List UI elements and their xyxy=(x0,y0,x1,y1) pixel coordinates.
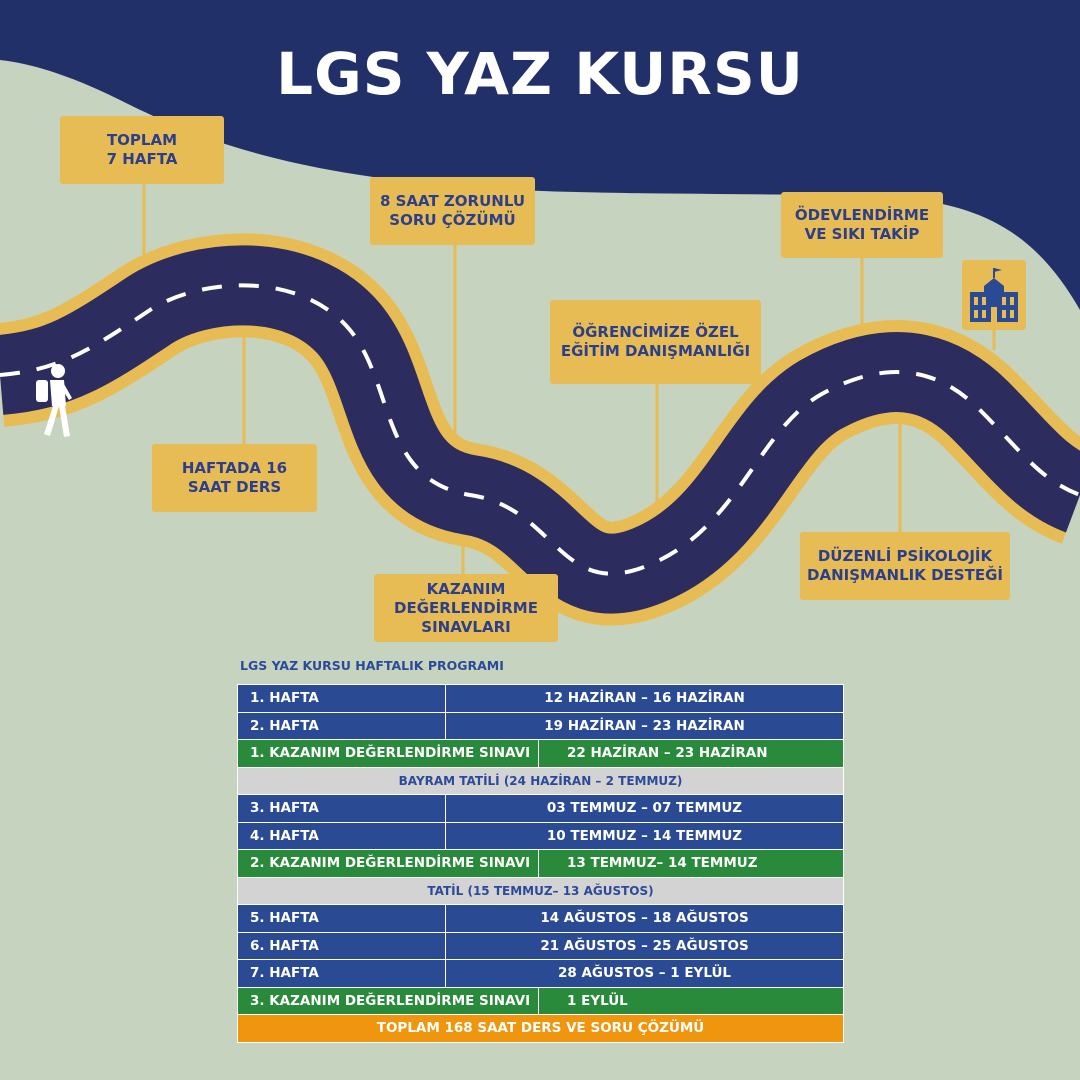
exam-label: 1. KAZANIM DEĞERLENDİRME SINAVI xyxy=(237,739,539,768)
week-dates: 10 TEMMUZ – 14 TEMMUZ xyxy=(445,821,844,850)
road-center-line xyxy=(0,283,1080,576)
week-label: 2. HAFTA xyxy=(237,711,446,740)
table-row: 2. KAZANIM DEĞERLENDİRME SINAVI 13 TEMMU… xyxy=(237,849,844,878)
navy-header-wave xyxy=(0,0,1080,310)
schedule-title: LGS YAZ KURSU HAFTALIK PROGRAMI xyxy=(240,658,504,673)
week-dates: 12 HAZİRAN – 16 HAZİRAN xyxy=(445,684,844,713)
milestone-total-weeks: TOPLAM 7 HAFTA xyxy=(60,116,224,184)
week-dates: 03 TEMMUZ – 07 TEMMUZ xyxy=(445,794,844,823)
total-hours-label: TOPLAM 168 SAAT DERS VE SORU ÇÖZÜMÜ xyxy=(237,1014,844,1043)
schedule-table: 1. HAFTA 12 HAZİRAN – 16 HAZİRAN 2. HAFT… xyxy=(237,684,844,1043)
table-row-total: TOPLAM 168 SAAT DERS VE SORU ÇÖZÜMÜ xyxy=(237,1014,844,1043)
week-dates: 14 AĞUSTOS – 18 AĞUSTOS xyxy=(445,904,844,933)
table-row: 3. HAFTA 03 TEMMUZ – 07 TEMMUZ xyxy=(237,794,844,823)
milestone-weekly-hours: HAFTADA 16 SAAT DERS xyxy=(152,444,317,512)
exam-label: 2. KAZANIM DEĞERLENDİRME SINAVI xyxy=(237,849,539,878)
connector-lines xyxy=(142,184,996,574)
week-label: 6. HAFTA xyxy=(237,931,446,960)
break-label: BAYRAM TATİLİ (24 HAZİRAN – 2 TEMMUZ) xyxy=(237,766,844,795)
school-building-icon xyxy=(970,268,1018,322)
milestone-question-solving: 8 SAAT ZORUNLU SORU ÇÖZÜMÜ xyxy=(370,177,535,245)
milestone-education-counseling: ÖĞRENCİMİZE ÖZEL EĞİTİM DANIŞMANLIĞI xyxy=(550,300,761,384)
table-row: 3. KAZANIM DEĞERLENDİRME SINAVI 1 EYLÜL xyxy=(237,986,844,1015)
table-row: 7. HAFTA 28 AĞUSTOS – 1 EYLÜL xyxy=(237,959,844,988)
milestone-assessment-exams: KAZANIM DEĞERLENDİRME SINAVLARI xyxy=(374,574,558,642)
hiker-icon xyxy=(36,364,72,437)
page-title: LGS YAZ KURSU xyxy=(276,40,804,108)
milestone-homework-tracking: ÖDEVLENDİRME VE SIKI TAKİP xyxy=(781,192,943,258)
week-label: 7. HAFTA xyxy=(237,959,446,988)
exam-dates: 1 EYLÜL xyxy=(538,986,844,1015)
table-row: 1. HAFTA 12 HAZİRAN – 16 HAZİRAN xyxy=(237,684,844,713)
week-dates: 21 AĞUSTOS – 25 AĞUSTOS xyxy=(445,931,844,960)
table-row: 1. KAZANIM DEĞERLENDİRME SINAVI 22 HAZİR… xyxy=(237,739,844,768)
school-building-icon-box xyxy=(962,260,1026,330)
week-label: 3. HAFTA xyxy=(237,794,446,823)
milestone-psychological-support: DÜZENLİ PSİKOLOJİK DANIŞMANLIK DESTEĞİ xyxy=(800,532,1010,600)
exam-dates: 22 HAZİRAN – 23 HAZİRAN xyxy=(538,739,844,768)
table-row: TATİL (15 TEMMUZ– 13 AĞUSTOS) xyxy=(237,876,844,905)
table-row: BAYRAM TATİLİ (24 HAZİRAN – 2 TEMMUZ) xyxy=(237,766,844,795)
week-label: 5. HAFTA xyxy=(237,904,446,933)
table-row: 2. HAFTA 19 HAZİRAN – 23 HAZİRAN xyxy=(237,711,844,740)
break-label: TATİL (15 TEMMUZ– 13 AĞUSTOS) xyxy=(237,876,844,905)
week-dates: 19 HAZİRAN – 23 HAZİRAN xyxy=(445,711,844,740)
table-row: 4. HAFTA 10 TEMMUZ – 14 TEMMUZ xyxy=(237,821,844,850)
week-label: 4. HAFTA xyxy=(237,821,446,850)
exam-dates: 13 TEMMUZ– 14 TEMMUZ xyxy=(538,849,844,878)
week-dates: 28 AĞUSTOS – 1 EYLÜL xyxy=(445,959,844,988)
week-label: 1. HAFTA xyxy=(237,684,446,713)
table-row: 5. HAFTA 14 AĞUSTOS – 18 AĞUSTOS xyxy=(237,904,844,933)
table-row: 6. HAFTA 21 AĞUSTOS – 25 AĞUSTOS xyxy=(237,931,844,960)
exam-label: 3. KAZANIM DEĞERLENDİRME SINAVI xyxy=(237,986,539,1015)
